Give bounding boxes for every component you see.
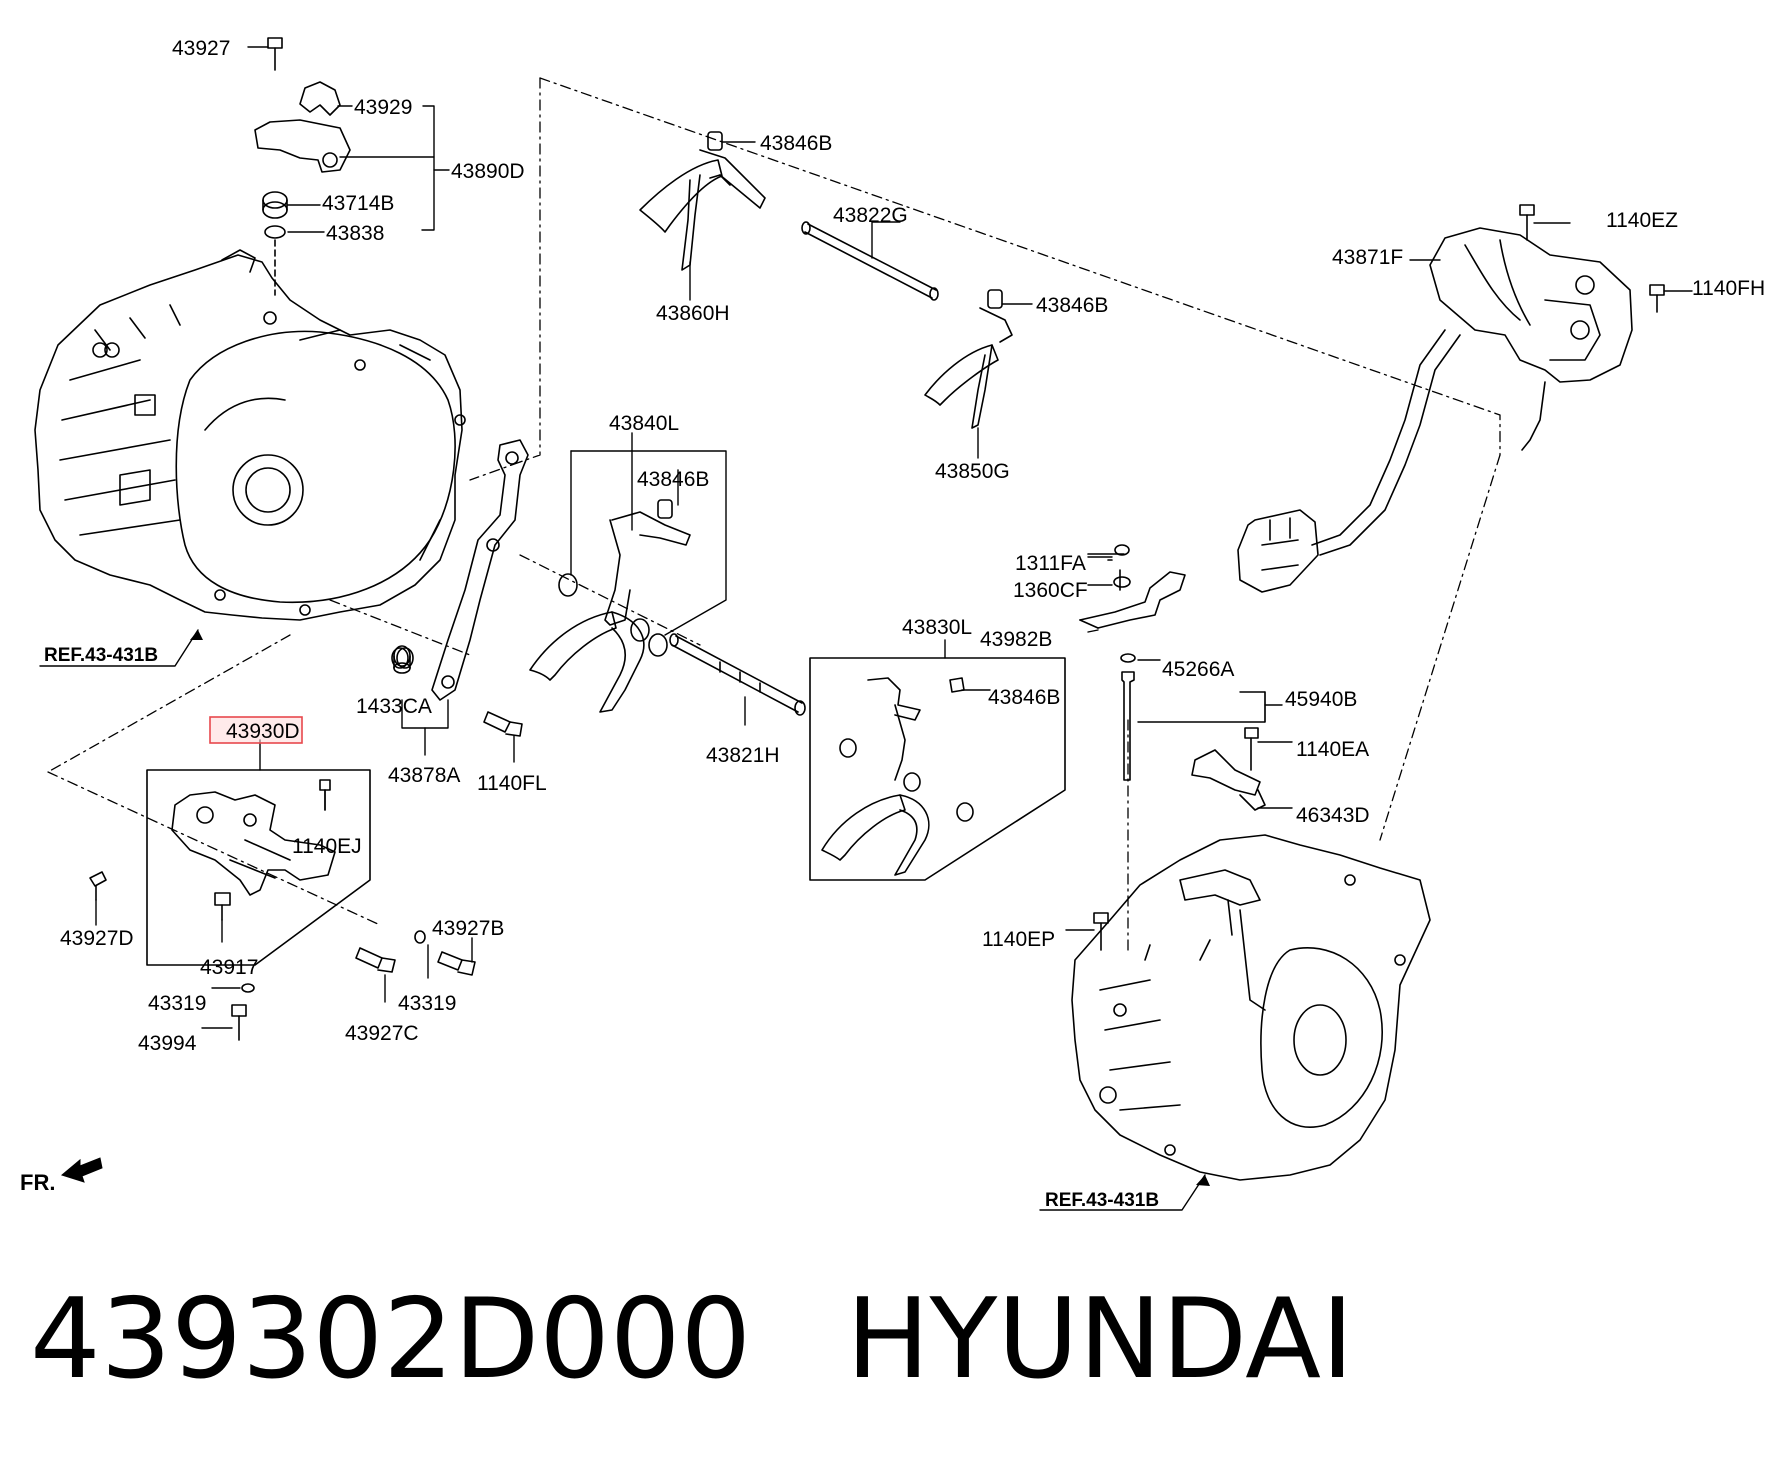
shift-rail-43821h xyxy=(669,633,806,716)
label-43927: 43927 xyxy=(172,37,230,60)
label-1140ep: 1140EP xyxy=(982,928,1055,951)
small-bolts-lower-left xyxy=(89,871,476,1041)
label-43846b-mid: 43846B xyxy=(637,468,709,491)
label-43930d: 43930D xyxy=(226,720,300,743)
bushing-1433ca xyxy=(391,647,414,669)
shift-fork-43850g xyxy=(924,289,1013,429)
label-43319-left: 43319 xyxy=(148,992,206,1015)
label-43840l: 43840L xyxy=(609,412,679,435)
shift-fork-43840l xyxy=(529,499,691,713)
label-43890d: 43890D xyxy=(451,160,525,183)
label-43927d: 43927D xyxy=(60,927,134,950)
label-1311fa: 1311FA xyxy=(1015,552,1086,575)
label-43850g: 43850G xyxy=(935,460,1010,483)
shift-rail-43822g xyxy=(801,221,939,301)
label-43822g: 43822G xyxy=(833,204,908,227)
label-43982b: 43982B xyxy=(980,628,1052,651)
label-43871f: 43871F xyxy=(1332,246,1403,269)
label-43714b: 43714B xyxy=(322,192,394,215)
part-caption: 439302D000 HYUNDAI xyxy=(30,1275,1354,1405)
ref-label-right: REF.43-431B xyxy=(1045,1190,1159,1211)
label-43878a: 43878A xyxy=(388,764,460,787)
label-43994: 43994 xyxy=(138,1032,197,1055)
right-transmission-housing xyxy=(1071,834,1431,1181)
label-43319-right: 43319 xyxy=(398,992,456,1015)
label-43929: 43929 xyxy=(354,96,412,119)
assembly-dashed-outline xyxy=(47,77,1501,956)
detent-parts-stack xyxy=(254,37,351,296)
label-1140fh: 1140FH xyxy=(1692,277,1765,300)
left-transmission-housing xyxy=(34,249,466,621)
bolt-1140fl xyxy=(483,711,523,737)
label-43927b: 43927B xyxy=(432,917,504,940)
ref-label-left: REF.43-431B xyxy=(44,645,158,666)
label-45940b: 45940B xyxy=(1285,688,1357,711)
bracket-46343d xyxy=(1191,727,1266,811)
box-43930d xyxy=(146,769,371,966)
part-labels: 43927 43929 43890D 43714B 43838 43846B 4… xyxy=(20,37,1765,1211)
fork-box-43830l xyxy=(809,657,1066,881)
label-43846b-top: 43846B xyxy=(760,132,832,155)
label-1140ea: 1140EA xyxy=(1296,738,1369,761)
bolt-1140ep xyxy=(1093,912,1109,951)
shift-fork-43860h xyxy=(639,131,766,271)
interlock-plate xyxy=(393,439,529,701)
shift-actuator-43871f xyxy=(1237,204,1665,593)
label-43860h: 43860H xyxy=(656,302,730,325)
select-lever-parts xyxy=(1079,544,1186,781)
part-number: 439302D000 xyxy=(30,1275,752,1404)
label-1140ej: 1140EJ xyxy=(292,835,362,858)
label-1140fl: 1140FL xyxy=(477,772,547,795)
label-43846b-box: 43846B xyxy=(988,686,1060,709)
label-45266a: 45266A xyxy=(1162,658,1234,681)
label-46343d: 46343D xyxy=(1296,804,1370,827)
label-43927c: 43927C xyxy=(345,1022,419,1045)
label-43821h: 43821H xyxy=(706,744,780,767)
ref-arrows xyxy=(190,630,1210,1186)
brand-name: HYUNDAI xyxy=(846,1275,1354,1404)
label-1433ca: 1433CA xyxy=(356,695,432,718)
label-1140ez: 1140EZ xyxy=(1606,209,1678,232)
front-arrow-icon xyxy=(60,1157,103,1183)
leader-lines xyxy=(39,46,1693,1211)
label-43830l: 43830L xyxy=(902,616,972,639)
highlight-43930d xyxy=(209,716,303,744)
label-1360cf: 1360CF xyxy=(1013,579,1088,602)
label-43917: 43917 xyxy=(200,956,258,979)
label-43846b-right: 43846B xyxy=(1036,294,1108,317)
label-43838: 43838 xyxy=(326,222,384,245)
front-label: FR. xyxy=(20,1170,55,1195)
